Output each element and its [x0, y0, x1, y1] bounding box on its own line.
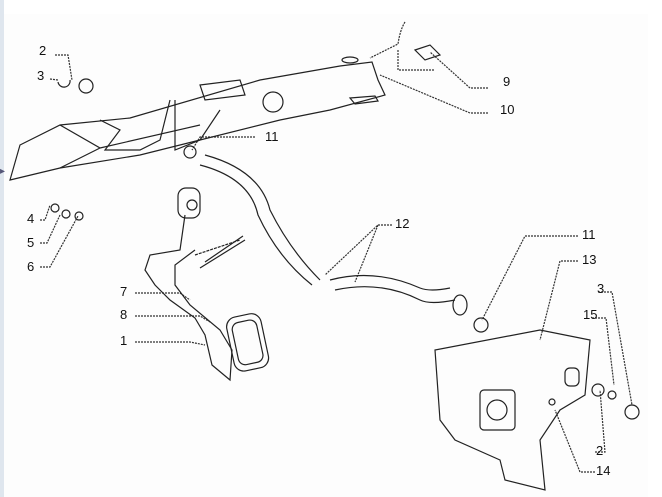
clutch-pedal [144, 187, 270, 382]
expand-arrow-icon[interactable]: ▸ [0, 166, 6, 177]
callout-14: 14 [596, 463, 611, 478]
clutch-hose [183, 145, 468, 316]
support-plate [434, 317, 640, 491]
diagram-canvas [4, 14, 648, 497]
callout-15: 15 [583, 307, 598, 322]
callout-2: 2 [39, 43, 47, 58]
callout-11: 11 [265, 129, 279, 144]
callout-12: 12 [395, 216, 410, 231]
small-washers-left [50, 78, 94, 221]
callout-1: 1 [120, 333, 128, 348]
callout-9: 9 [503, 74, 511, 89]
callout-6: 6 [27, 259, 35, 274]
callout-3: 3 [37, 68, 45, 83]
callout-11b: 11 [582, 227, 596, 242]
callout-8: 8 [120, 307, 128, 322]
left-edge-bar [0, 0, 4, 497]
callout-10: 10 [500, 102, 515, 117]
leader-lines [40, 21, 633, 473]
callout-3b: 3 [597, 281, 605, 296]
callout-2b: 2 [596, 443, 604, 458]
callout-5: 5 [27, 235, 35, 250]
callout-7: 7 [120, 284, 128, 299]
pedal-bracket [9, 44, 442, 181]
callout-4: 4 [27, 211, 35, 226]
callout-13: 13 [582, 252, 597, 267]
